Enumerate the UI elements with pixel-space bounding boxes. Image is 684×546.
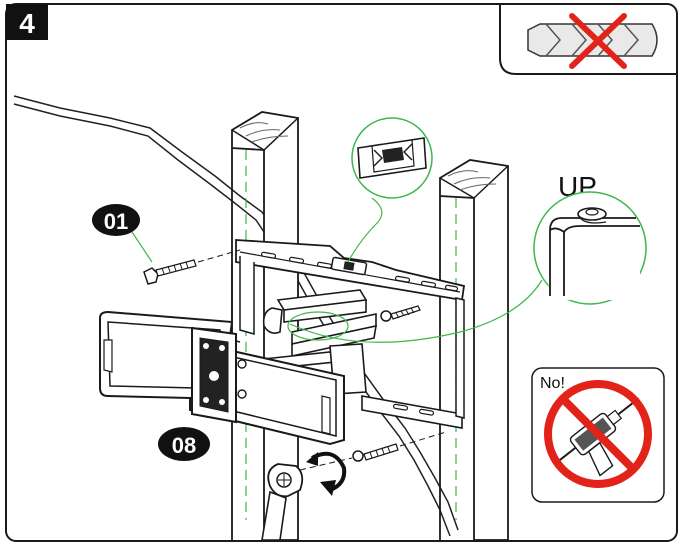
up-callout: UP	[533, 171, 647, 305]
step-number-badge: 4	[6, 4, 48, 40]
rotation-arrow-icon	[306, 451, 347, 496]
socket-wrench-icon	[261, 463, 304, 541]
lag-bolt-icon	[380, 305, 421, 322]
no-drill-callout: No!	[531, 367, 665, 503]
no-wall-anchor-callout	[499, 4, 677, 75]
level-callout	[351, 117, 433, 199]
no-label: No!	[540, 375, 565, 392]
up-marker-ring	[287, 311, 349, 341]
up-callout-leader	[289, 279, 543, 343]
part-badge-01: 01	[92, 204, 153, 263]
lag-bolt-01	[143, 249, 241, 285]
part-badge-08: 08	[158, 427, 210, 461]
tv-bracket	[99, 310, 345, 446]
wall-anchor-crossed-icon	[527, 13, 658, 69]
part-number-01: 01	[104, 209, 128, 234]
power-drill-prohibited-icon	[544, 380, 652, 488]
bubble-level-icon	[330, 256, 368, 276]
step-number: 4	[19, 8, 35, 39]
part-number-08: 08	[172, 433, 196, 458]
level-callout-leader	[347, 197, 383, 263]
lag-bolt-lower	[299, 431, 447, 471]
